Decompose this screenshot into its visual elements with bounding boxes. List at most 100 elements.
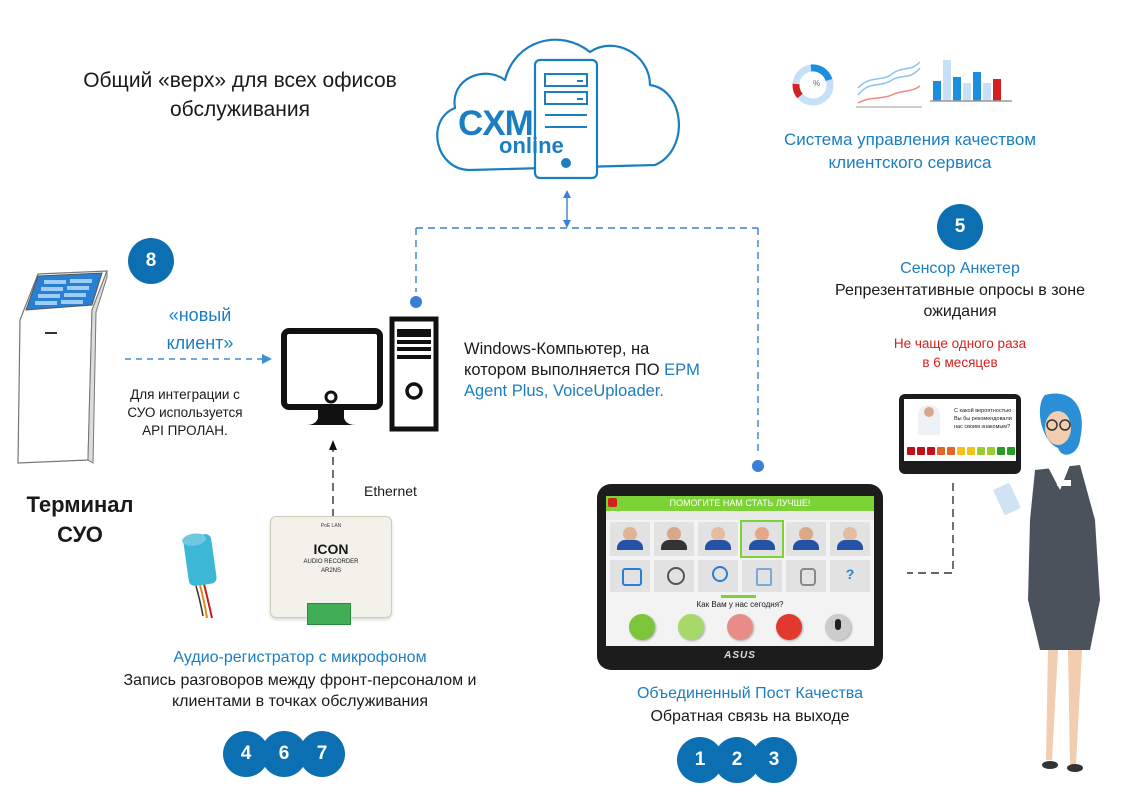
software-name-link: Agent Plus, VoiceUploader. <box>464 382 664 400</box>
survey-desc-line: ожидания <box>923 303 997 320</box>
bar-chart-icon <box>930 60 1012 102</box>
computer-node-dot <box>410 296 422 308</box>
nps-score-button[interactable] <box>917 447 925 455</box>
screen-question: Как Вам у нас сегодня? <box>696 600 784 609</box>
computer-description: Windows-Компьютер, на котором выполняетс… <box>464 339 744 402</box>
staff-card <box>698 522 738 556</box>
category-card <box>654 560 694 592</box>
staff-card <box>830 522 870 556</box>
logo-icon <box>608 498 617 507</box>
rating-very-good-button[interactable] <box>629 614 655 640</box>
nps-score-button[interactable] <box>927 447 935 455</box>
kiosk-label: Терминал СУО <box>5 490 155 550</box>
analytics-title-line: клиентского сервиса <box>828 153 992 172</box>
survey-description: Репрезентативные опросы в зоне ожидания <box>790 280 1123 322</box>
software-name-link: EPM <box>664 361 700 379</box>
nps-score-button[interactable] <box>987 447 995 455</box>
screen-banner: ПОМОГИТЕ НАМ СТАТЬ ЛУЧШЕ! <box>606 496 874 511</box>
device-brand: ICON <box>313 541 349 557</box>
arrow-up-icon <box>563 190 571 198</box>
analytics-title: Система управления качеством клиентского… <box>740 128 1080 174</box>
quality-post-description: Обратная связь на выходе <box>650 708 850 725</box>
device-model-line: AUDIO RECORDER <box>303 559 359 565</box>
donut-chart-icon <box>792 64 834 106</box>
progress-indicator <box>721 595 756 598</box>
nps-score-button[interactable] <box>997 447 1005 455</box>
ethernet-label: Ethernet <box>364 483 417 499</box>
computer-desc-text: котором выполняется ПО <box>464 361 665 379</box>
category-card-other: ? <box>830 560 870 592</box>
nps-score-button[interactable] <box>977 447 985 455</box>
microphone-button[interactable] <box>825 614 851 640</box>
microphone-icon <box>835 619 841 630</box>
quality-post-title: Объединенный Пост Качества <box>636 685 863 702</box>
staff-card-selected <box>740 520 784 558</box>
note-line: СУО используется <box>127 405 243 420</box>
nps-score-button[interactable] <box>947 447 955 455</box>
line-chart-icon <box>856 61 922 108</box>
step-badge: 5 <box>937 204 983 250</box>
survey-tablet: С какой вероятностью Вы бы рекомендовали… <box>899 394 1021 474</box>
quality-post-node-dot <box>752 460 764 472</box>
quality-post-tablet: ПОМОГИТЕ НАМ СТАТЬ ЛУЧШЕ! ? Как Вам у на… <box>597 484 883 670</box>
step-badge: 8 <box>128 238 174 284</box>
donut-label: % <box>813 79 821 88</box>
recorder-desc-line: клиентами в точках обслуживания <box>172 693 428 710</box>
staff-card <box>654 522 694 556</box>
device-model-line: AR2NS <box>320 568 341 574</box>
category-card <box>610 560 650 592</box>
rating-bad-button[interactable] <box>727 614 753 640</box>
staff-card <box>786 522 826 556</box>
note-line: API ПРОЛАН. <box>142 423 228 438</box>
rating-very-bad-button[interactable] <box>776 614 802 640</box>
tablet-screen: ПОМОГИТЕ НАМ СТАТЬ ЛУЧШЕ! ? Как Вам у на… <box>606 496 874 646</box>
nps-score-button[interactable] <box>967 447 975 455</box>
integration-note: Для интеграции с СУО используется API ПР… <box>100 386 270 440</box>
cxm-brand: CXM <box>458 104 534 143</box>
nps-score-button[interactable] <box>937 447 945 455</box>
header-title: Общий «верх» для всех офисов обслуживани… <box>45 66 435 124</box>
limit-line: Не чаще одного раза <box>893 336 1027 351</box>
staff-card <box>610 522 650 556</box>
arrow-down-icon <box>563 220 571 228</box>
presenter-figure <box>918 405 940 435</box>
arrow-right-icon <box>262 354 272 364</box>
survey-desc-line: Репрезентативные опросы в зоне <box>834 282 1086 299</box>
nps-scale <box>907 447 1015 455</box>
recorder-title: Аудио-регистратор с микрофоном <box>173 649 427 666</box>
header-title-line: Общий «верх» для всех офисов <box>83 69 397 92</box>
new-client-signal: «новый клиент» <box>140 301 260 357</box>
step-badge: 7 <box>299 731 345 777</box>
audio-recorder-device: PoE LAN ICON AUDIO RECORDER AR2NS <box>270 516 392 625</box>
category-card <box>698 560 738 592</box>
survey-link-line <box>907 483 954 574</box>
device-brand-logo: ASUS <box>724 650 756 661</box>
nps-score-button[interactable] <box>1007 447 1015 455</box>
computer-desc-line: Windows-Компьютер, на <box>464 340 650 358</box>
nps-score-button[interactable] <box>907 447 915 455</box>
kiosk-label-line: СУО <box>57 522 103 547</box>
rating-good-button[interactable] <box>678 614 704 640</box>
recorder-desc-line: Запись разговоров между фронт-персоналом… <box>123 672 477 689</box>
device-port-label: PoE LAN <box>320 523 342 529</box>
survey-frequency-limit: Не чаще одного раза в 6 месяцев <box>840 334 1080 372</box>
header-title-line: обслуживания <box>169 98 311 121</box>
cxm-brand-sub: online <box>499 133 564 158</box>
recorder-description: Запись разговоров между фронт-персоналом… <box>60 670 540 712</box>
note-line: Для интеграции с <box>130 387 240 402</box>
terminal-block <box>307 603 351 625</box>
signal-line: «новый <box>168 305 232 325</box>
signal-line: клиент» <box>166 333 234 353</box>
nps-score-button[interactable] <box>957 447 965 455</box>
screen-tabs <box>606 512 874 520</box>
survey-screen: С какой вероятностью Вы бы рекомендовали… <box>904 399 1016 461</box>
kiosk-label-line: Терминал <box>26 492 134 517</box>
step-badge: 3 <box>751 737 797 783</box>
arrow-up-icon <box>329 440 337 450</box>
